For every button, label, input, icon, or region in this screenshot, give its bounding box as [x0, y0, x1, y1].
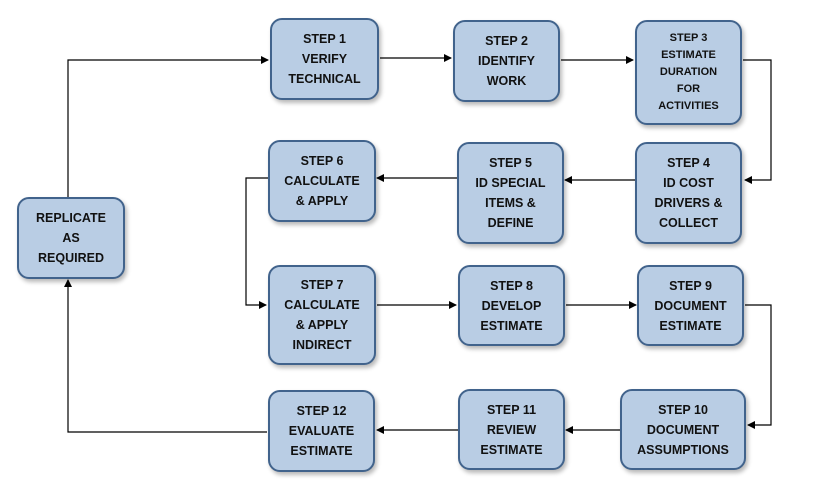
node-step5-line-3: ITEMS &: [485, 196, 536, 210]
node-replicate-line-3: REQUIRED: [38, 251, 104, 265]
node-step11-line-3: ESTIMATE: [480, 442, 543, 457]
node-step10: STEP 10 DOCUMENT ASSUMPTIONS: [620, 389, 746, 470]
node-step9-line-1: STEP 9: [669, 278, 712, 293]
node-step8-line-1: STEP 8: [490, 278, 533, 293]
node-step10-line-2: DOCUMENT: [646, 422, 720, 437]
node-step3-line-4: FOR: [676, 83, 701, 95]
node-step1-line-1: STEP 1: [303, 32, 346, 46]
node-step11: STEP 11 REVIEW ESTIMATE: [458, 389, 565, 470]
node-step10-line-3: ASSUMPTIONS: [637, 442, 729, 457]
node-step1: STEP 1 VERIFY TECHNICAL: [270, 18, 379, 100]
node-step6-line-3: & APPLY: [295, 194, 349, 208]
node-step10-line-1: STEP 10: [658, 402, 708, 417]
node-step5-line-2: ID SPECIAL: [475, 176, 546, 190]
node-step12-line-1: STEP 12: [296, 404, 347, 418]
node-step3-line-5: ACTIVITIES: [658, 100, 719, 112]
node-step3-line-2: ESTIMATE: [661, 49, 716, 61]
node-step4: STEP 4 ID COST DRIVERS & COLLECT: [635, 142, 742, 244]
node-step4-line-4: COLLECT: [658, 216, 719, 230]
node-step2-line-2: IDENTIFY: [478, 54, 535, 68]
node-step3-line-1: STEP 3: [669, 32, 708, 44]
node-step7-line-3: & APPLY: [295, 318, 349, 332]
node-step4-line-3: DRIVERS &: [654, 196, 723, 210]
node-step12: STEP 12 EVALUATE ESTIMATE: [268, 390, 375, 472]
node-step7-line-4: INDIRECT: [292, 338, 352, 352]
node-step2: STEP 2 IDENTIFY WORK: [453, 20, 560, 102]
node-step2-line-1: STEP 2: [485, 34, 528, 48]
node-step5-line-1: STEP 5: [489, 156, 532, 170]
node-step2-line-3: WORK: [486, 74, 527, 88]
node-step12-line-2: EVALUATE: [288, 424, 355, 438]
node-step3: STEP 3 ESTIMATE DURATION FOR ACTIVITIES: [635, 20, 742, 125]
node-step9-line-2: DOCUMENT: [654, 298, 727, 313]
node-step6-line-1: STEP 6: [300, 154, 344, 168]
node-step6-line-2: CALCULATE: [284, 174, 360, 188]
connector-step6-to-step7: [245, 177, 269, 309]
node-replicate: REPLICATE AS REQUIRED: [17, 197, 125, 279]
node-step5: STEP 5 ID SPECIAL ITEMS & DEFINE: [457, 142, 564, 244]
connector-replicate-to-step1: [67, 56, 269, 197]
node-step7-line-1: STEP 7: [300, 278, 344, 292]
node-step3-line-3: DURATION: [659, 66, 718, 78]
node-step11-line-2: REVIEW: [486, 422, 537, 437]
node-step8-line-2: DEVELOP: [481, 298, 542, 313]
node-step9-line-3: ESTIMATE: [659, 318, 722, 333]
node-step1-line-3: TECHNICAL: [288, 72, 361, 86]
node-step9: STEP 9 DOCUMENT ESTIMATE: [637, 265, 744, 346]
node-step6: STEP 6 CALCULATE & APPLY: [268, 140, 376, 222]
node-replicate-line-1: REPLICATE: [36, 211, 106, 225]
node-step4-line-1: STEP 4: [667, 156, 710, 170]
connector-step12-to-replicate: [64, 279, 267, 433]
connector-step9-to-step10: [745, 304, 772, 429]
node-step12-line-3: ESTIMATE: [290, 444, 353, 458]
connector-step3-to-step4: [743, 59, 772, 184]
node-step7: STEP 7 CALCULATE & APPLY INDIRECT: [268, 265, 376, 365]
node-step11-line-1: STEP 11: [486, 402, 537, 417]
node-step8-line-3: ESTIMATE: [480, 318, 543, 333]
node-step5-line-4: DEFINE: [487, 216, 534, 230]
node-replicate-line-2: AS: [62, 231, 80, 245]
node-step8: STEP 8 DEVELOP ESTIMATE: [458, 265, 565, 346]
node-step1-line-2: VERIFY: [301, 52, 348, 66]
node-step7-line-2: CALCULATE: [284, 298, 360, 312]
node-step4-line-2: ID COST: [663, 176, 714, 190]
